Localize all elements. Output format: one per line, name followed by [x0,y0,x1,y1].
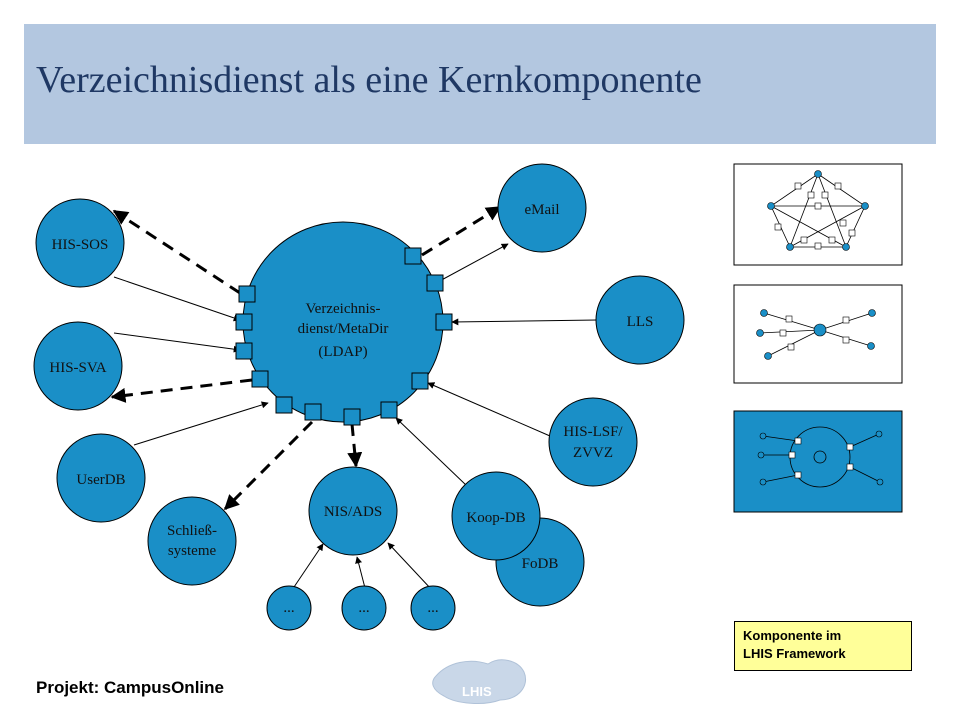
topology-star-icon [733,284,903,384]
node-lls [595,275,685,365]
node-dots-2 [341,585,387,631]
node-schliess [147,496,237,586]
edge-center-nis [347,423,363,468]
port-square [235,313,253,331]
center-label-line-2: dienst/MetaDir [298,321,389,337]
edge-lls-center [451,318,598,326]
label-userdb: UserDB [76,472,125,488]
footer-brand: LHIS [462,684,492,699]
label-schliess-2: systeme [168,543,217,559]
label-fodb: FoDB [522,556,559,572]
edge-dot1-nis [291,543,324,591]
label-his-sva: HIS-SVA [49,360,106,376]
node-userdb [56,433,146,523]
edge-his-sva-center [113,332,241,353]
footer-project: Projekt: CampusOnline [36,678,224,697]
node-his-sos [35,198,125,288]
label-his-lsf-2: ZVVZ [573,445,613,461]
label-dots-1: ... [283,600,294,616]
lhis-map-logo [432,659,526,704]
label-nis-ads: NIS/ADS [324,504,382,520]
node-koop-db [451,471,541,561]
port-square [380,401,398,419]
topology-mesh-icon [733,163,903,266]
edge-dot3-nis [387,542,433,591]
node-nis-ads [308,466,398,556]
port-square [238,285,256,303]
port-square [275,396,293,414]
peripheral-nodes [33,163,685,631]
node-email [497,163,587,253]
edge-center-his-sos [112,209,241,295]
node-his-lsf [548,397,638,487]
edge-userdb-center [133,401,269,446]
edge-center-schliess [223,420,314,511]
edge-center-email-dashed [421,205,502,257]
node-his-sva [33,321,123,411]
legend-box: Komponente im LHIS Framework [734,621,912,671]
legend-line-2: LHIS Framework [743,646,846,661]
edge-center-email [435,243,509,284]
label-lls: LLS [627,314,654,330]
port-square [251,370,269,388]
port-square [304,403,322,421]
center-label-line-1: Verzeichnis- [306,301,381,317]
port-square [426,274,444,292]
label-email: eMail [525,202,560,218]
center-label-line-3: (LDAP) [318,344,367,360]
connections [110,205,598,591]
port-square [235,342,253,360]
center-ports [235,247,453,426]
edge-koop-db-center [395,417,468,487]
label-his-lsf-1: HIS-LSF/ [563,424,623,440]
node-dots-1 [266,585,312,631]
topology-hub-icon [733,410,903,513]
node-dots-3 [410,585,456,631]
label-koop-db: Koop-DB [466,510,525,526]
label-dots-3: ... [427,600,438,616]
legend-line-1: Komponente im [743,628,842,643]
edge-center-his-sva [110,378,253,403]
edge-dot2-nis [355,556,366,589]
port-square [404,247,422,265]
label-dots-2: ... [358,600,369,616]
edge-his-sos-center [113,276,241,322]
edge-his-lsf-center [427,382,551,437]
slide-title: Verzeichnisdienst als eine Kernkomponent… [36,59,702,101]
port-square [435,313,453,331]
port-square [411,372,429,390]
label-schliess-1: Schließ- [167,523,217,539]
port-square [343,408,361,426]
label-his-sos: HIS-SOS [52,237,109,253]
title-bar [24,24,936,144]
